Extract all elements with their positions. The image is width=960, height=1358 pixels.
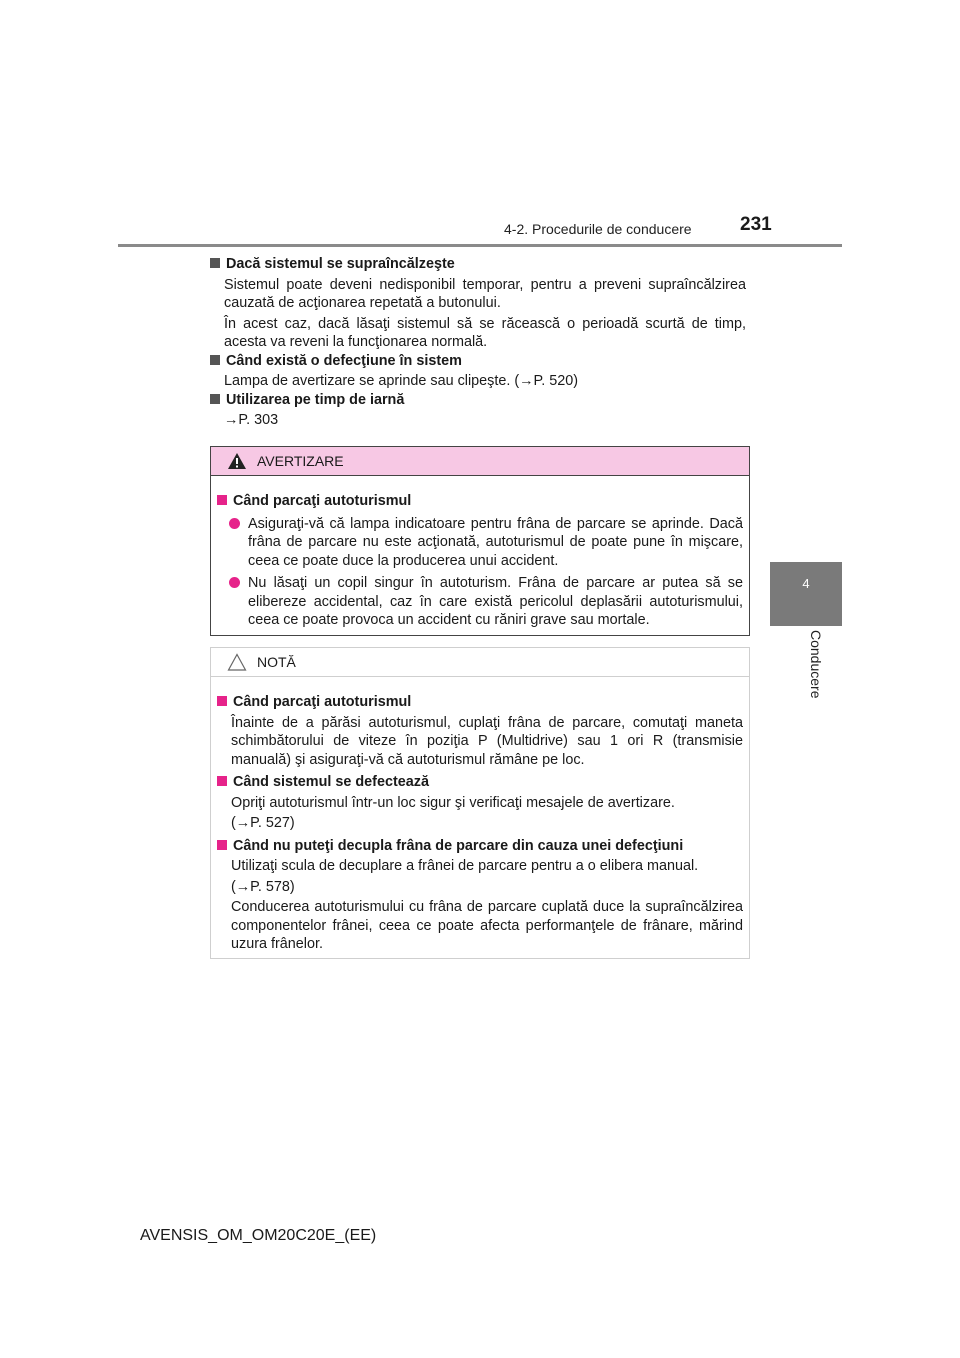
square-bullet-icon (210, 393, 220, 404)
section-heading: Dacă sistemul se supraîncălzeşte (226, 256, 455, 272)
section: Dacă sistemul se supraîncălzeşte Sistemu… (210, 255, 746, 352)
note-text: Utilizaţi scula de decuplare a frânei de… (231, 858, 699, 874)
section-heading: Când există o defecţiune în sistem (226, 352, 462, 369)
section: Când există o defecţiune în sistem Lampa… (210, 352, 746, 391)
square-bullet-icon (210, 354, 220, 365)
note-heading: Când nu puteţi decupla frâna de parcare … (233, 837, 684, 854)
footer-model-code: AVENSIS_OM_OM20C20E_(EE) (140, 1227, 377, 1244)
circle-bullet-icon (229, 577, 240, 588)
note-text: (→P. 527) (231, 815, 295, 831)
note-text: Înainte de a părăsi autoturismul, cuplaţ… (231, 714, 743, 768)
note-heading: Când sistemul se defectează (233, 774, 429, 790)
note-text: Conducerea autoturismului cu frâna de pa… (231, 899, 743, 952)
section: Utilizarea pe timp de iarnă →P. 303 (210, 391, 746, 430)
chapter-tab (770, 562, 842, 626)
note-text: (→P. 578) (231, 878, 295, 895)
note-title: NOTĂ (257, 654, 296, 670)
section-heading: Utilizarea pe timp de iarnă (226, 391, 405, 408)
main-content: Dacă sistemul se supraîncălzeşte Sistemu… (210, 255, 746, 430)
section-text: În acest caz, dacă lăsaţi sistemul să se… (224, 315, 746, 351)
square-bullet-icon (210, 258, 220, 268)
warning-bullet: Nu lăsaţi un copil singur în autoturism.… (217, 574, 743, 630)
header-section-title: 4-2. Procedurile de conducere (504, 221, 692, 237)
square-bullet-icon (217, 696, 227, 706)
warning-triangle-icon (228, 453, 246, 469)
warning-heading: Când parcaţi autoturismul (233, 493, 412, 509)
caution-triangle-icon (227, 653, 247, 671)
section-text: →P. 303 (224, 412, 279, 428)
chapter-label: Conducere (808, 630, 824, 699)
chapter-number: 4 (802, 576, 810, 591)
square-bullet-icon (217, 839, 227, 850)
note-heading: Când parcaţi autoturismul (233, 694, 412, 710)
header-divider (118, 244, 842, 247)
section-text: Sistemul poate deveni nedisponibil tempo… (224, 276, 746, 312)
warning-bullet: Asiguraţi-vă că lampa indicatoare pentru… (217, 515, 743, 571)
circle-bullet-icon (229, 517, 240, 529)
square-bullet-icon (217, 776, 227, 786)
page-number: 231 (740, 214, 772, 235)
warning-title: AVERTIZARE (257, 453, 344, 469)
note-text: Opriţi autoturismul într-un loc sigur şi… (231, 794, 675, 811)
section-text: Lampa de avertizare se aprinde sau clipe… (224, 373, 579, 389)
warning-box: AVERTIZARE Când parcaţi autoturismul Asi… (210, 446, 750, 636)
square-bullet-icon (217, 495, 227, 505)
note-box: NOTĂ Când parcaţi autoturismul Înainte d… (210, 647, 750, 959)
